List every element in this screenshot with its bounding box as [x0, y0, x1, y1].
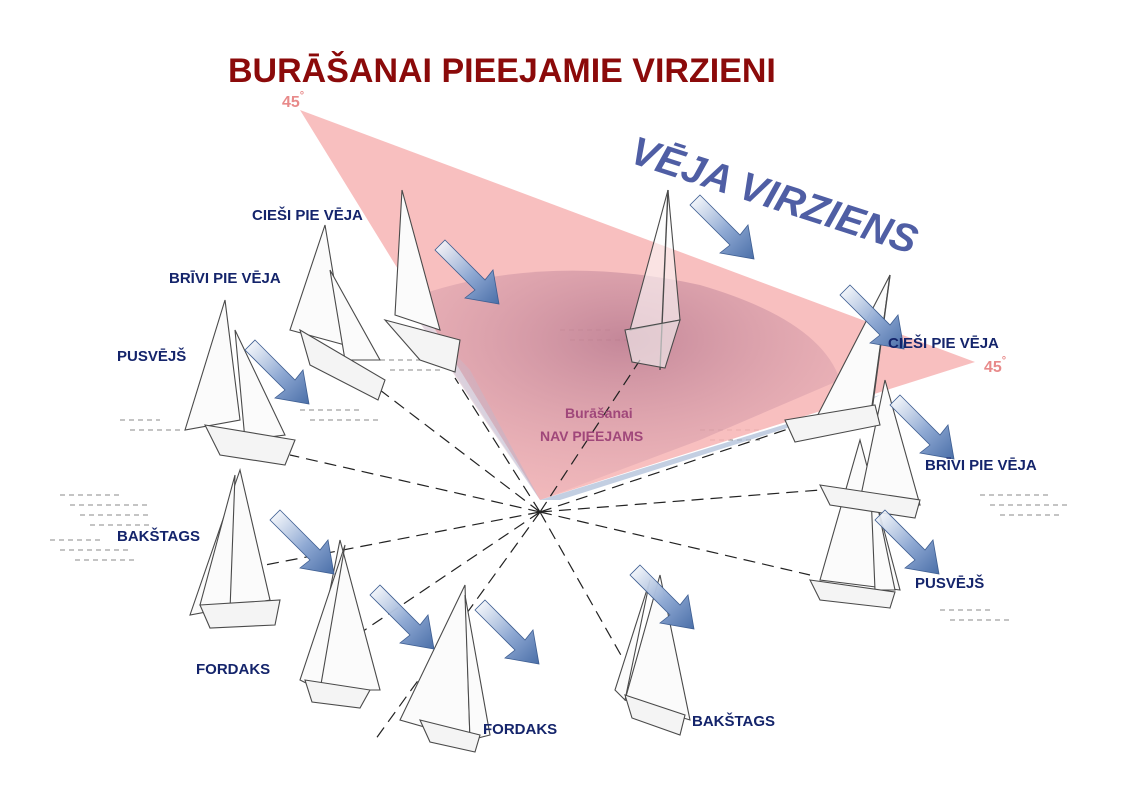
label-close-reach-right: BRĪVI PIE VĒJA [925, 457, 1037, 474]
label-close-hauled-right: CIEŠI PIE VĒJA [888, 334, 999, 352]
sailboats [184, 189, 921, 753]
no-go-line1: Burāšanai [565, 405, 633, 421]
boat-broad-reach-right [614, 574, 691, 736]
wind-arrow-icon [369, 584, 435, 650]
label-broad-reach-right: BAKŠTAGS [692, 712, 775, 730]
angle-left-label: 45° [282, 90, 304, 111]
boat-close-hauled-left [383, 189, 461, 373]
label-broad-reach-left: BAKŠTAGS [117, 527, 200, 545]
label-running-left: FORDAKS [196, 661, 270, 678]
boat-in-irons [624, 189, 681, 371]
label-close-reach-left: BRĪVI PIE VĒJA [169, 270, 281, 287]
water-texture [50, 329, 1070, 621]
wind-arrow-icon [269, 509, 335, 575]
angle-right-label: 45° [984, 355, 1006, 376]
boat-broad-reach-left [189, 468, 281, 629]
no-go-line2: NAV PIEEJAMS [540, 428, 643, 444]
label-close-hauled-left: CIEŠI PIE VĒJA [252, 206, 363, 224]
boat-beam-reach-left [184, 299, 296, 466]
diagram-title: BURĀŠANAI PIEEJAMIE VIRZIENI [228, 51, 776, 90]
point-of-sail-labels: CIEŠI PIE VĒJA BRĪVI PIE VĒJA PUSVĒJŠ BA… [117, 206, 1037, 738]
wind-arrow-icon [474, 599, 540, 665]
label-beam-reach-left: PUSVĒJŠ [117, 347, 186, 365]
label-beam-reach-right: PUSVĒJŠ [915, 574, 984, 592]
boat-close-reach-right [819, 379, 921, 519]
boat-running-center [399, 584, 491, 753]
sailing-direction-rays [264, 359, 821, 741]
label-running-center: FORDAKS [483, 721, 557, 738]
boat-close-reach-left [289, 224, 386, 401]
boat-running-left [299, 539, 381, 709]
